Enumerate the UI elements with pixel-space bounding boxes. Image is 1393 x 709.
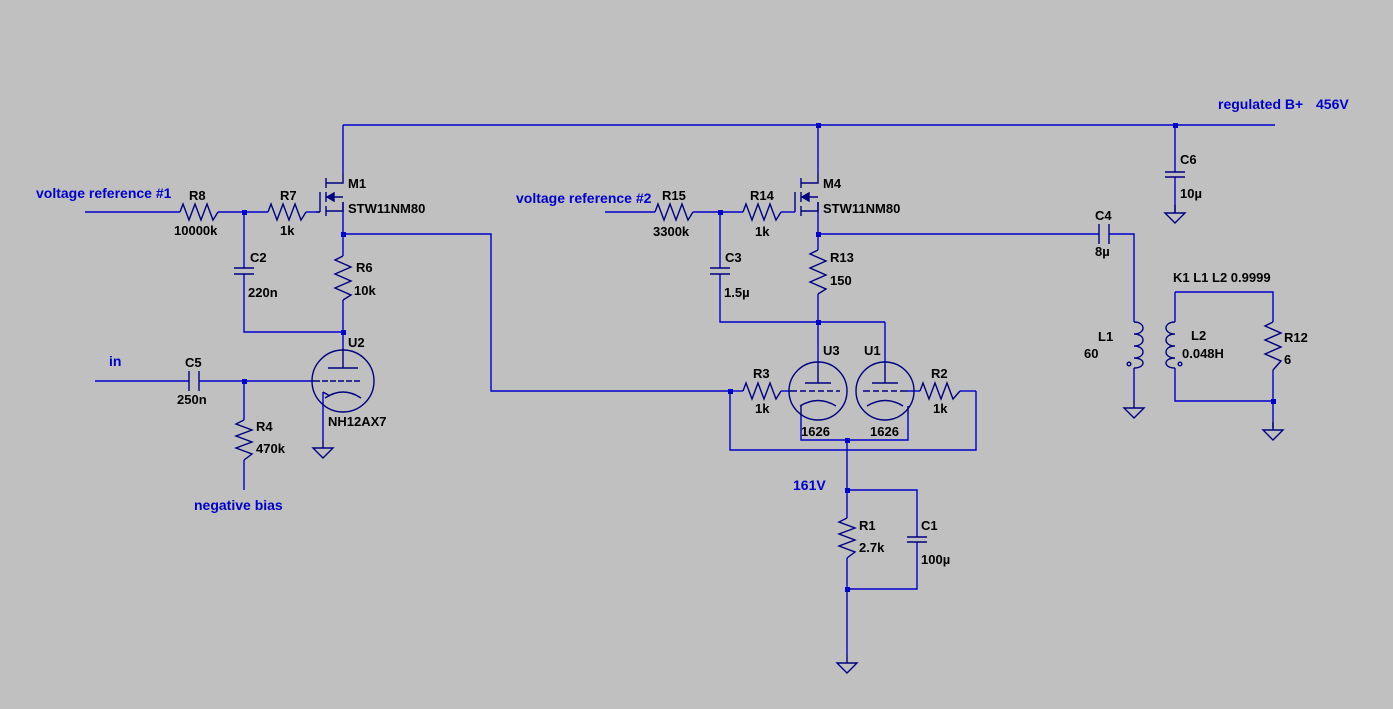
u1-value: 1626: [870, 424, 899, 439]
r14-resistor[interactable]: [742, 202, 782, 222]
m1-value: STW11NM80: [348, 201, 425, 216]
u1-tube[interactable]: [855, 361, 915, 421]
c3-capacitor[interactable]: [710, 267, 730, 275]
m1-ref: M1: [348, 176, 366, 191]
c1-value: 100µ: [921, 552, 950, 567]
r7-resistor[interactable]: [267, 202, 307, 222]
c4-value: 8µ: [1095, 244, 1110, 259]
ground-symbol: [1123, 399, 1145, 419]
c6-capacitor[interactable]: [1165, 171, 1185, 178]
r14-value: 1k: [755, 224, 770, 239]
supply-voltage-label: 456V: [1316, 96, 1349, 112]
r3-value: 1k: [755, 401, 770, 416]
r2-ref: R2: [931, 366, 948, 381]
r6-ref: R6: [356, 260, 373, 275]
u3-ref: U3: [823, 343, 840, 358]
junction-dots: [242, 123, 1276, 592]
ground-symbol: [312, 439, 334, 459]
u2-triode[interactable]: [311, 348, 375, 413]
u1-ref: U1: [864, 343, 881, 358]
r3-resistor[interactable]: [742, 381, 782, 401]
coupling-directive: K1 L1 L2 0.9999: [1173, 270, 1271, 285]
r4-value: 470k: [256, 441, 286, 456]
c4-capacitor[interactable]: [1098, 224, 1110, 244]
r4-ref: R4: [256, 419, 273, 434]
r12-value: 6: [1284, 352, 1291, 367]
l1-inductor[interactable]: [1126, 321, 1144, 369]
ground-symbol: [836, 654, 858, 674]
r7-ref: R7: [280, 188, 297, 203]
c5-capacitor[interactable]: [188, 371, 200, 391]
wires: [85, 124, 1275, 655]
c2-ref: C2: [250, 250, 267, 265]
m4-mosfet[interactable]: [794, 173, 819, 216]
c1-capacitor[interactable]: [907, 536, 927, 543]
r2-resistor[interactable]: [919, 381, 961, 401]
input-net-label: in: [109, 353, 121, 369]
u3-value: 1626: [801, 424, 830, 439]
c5-ref: C5: [185, 355, 202, 370]
r8-ref: R8: [189, 188, 206, 203]
r6-resistor[interactable]: [333, 255, 353, 301]
vref1-net-label: voltage reference #1: [36, 185, 172, 201]
r6-value: 10k: [354, 283, 376, 298]
vref2-net-label: voltage reference #2: [516, 190, 652, 206]
r3-ref: R3: [753, 366, 770, 381]
u2-ref: U2: [348, 335, 365, 350]
c2-value: 220n: [248, 285, 278, 300]
r13-resistor[interactable]: [808, 249, 828, 295]
l1-value: 60: [1084, 346, 1098, 361]
c1-ref: C1: [921, 518, 938, 533]
ground-symbol: [1262, 421, 1284, 441]
c6-value: 10µ: [1180, 186, 1202, 201]
c5-value: 250n: [177, 392, 207, 407]
m4-ref: M4: [823, 176, 842, 191]
r12-resistor[interactable]: [1263, 321, 1283, 371]
c3-ref: C3: [725, 250, 742, 265]
r7-value: 1k: [280, 223, 295, 238]
m4-value: STW11NM80: [823, 201, 900, 216]
r12-ref: R12: [1284, 330, 1308, 345]
r4-resistor[interactable]: [234, 419, 254, 461]
u2-value: NH12AX7: [328, 414, 387, 429]
component-labels: R8 10000k R7 1k C2 220n R6 10k M1 STW11N…: [174, 152, 1308, 567]
supply-net-label: regulated B+: [1218, 96, 1303, 112]
c3-value: 1.5µ: [724, 285, 750, 300]
u3-tube[interactable]: [788, 361, 848, 421]
ground-symbol: [1164, 204, 1186, 224]
cathode-net-label: 161V: [793, 477, 826, 493]
r13-value: 150: [830, 273, 852, 288]
r8-value: 10000k: [174, 223, 218, 238]
r14-ref: R14: [750, 188, 775, 203]
r8-resistor[interactable]: [179, 202, 219, 222]
r1-resistor[interactable]: [837, 517, 857, 559]
r1-value: 2.7k: [859, 540, 885, 555]
r15-resistor[interactable]: [654, 202, 694, 222]
r1-ref: R1: [859, 518, 876, 533]
r2-value: 1k: [933, 401, 948, 416]
m1-mosfet[interactable]: [316, 173, 344, 216]
r15-value: 3300k: [653, 224, 690, 239]
r15-ref: R15: [662, 188, 686, 203]
l2-ref: L2: [1191, 328, 1206, 343]
l1-ref: L1: [1098, 329, 1113, 344]
l2-inductor[interactable]: [1165, 321, 1183, 369]
c6-ref: C6: [1180, 152, 1197, 167]
c2-capacitor[interactable]: [234, 267, 254, 275]
c4-ref: C4: [1095, 208, 1112, 223]
l2-value: 0.048H: [1182, 346, 1224, 361]
bias-net-label: negative bias: [194, 497, 283, 513]
r13-ref: R13: [830, 250, 854, 265]
